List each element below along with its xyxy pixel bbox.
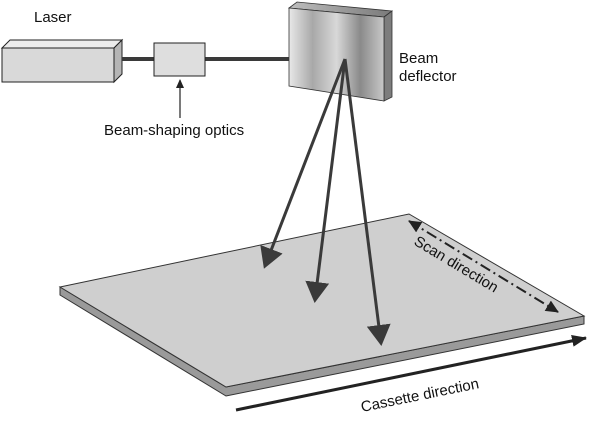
deflected-beam-3 <box>343 58 391 346</box>
beam-deflector-label-line2: deflector <box>399 68 457 85</box>
beam-deflector-label-line1: Beam <box>399 50 438 67</box>
deflected-beam-1 <box>260 58 347 269</box>
beam-shaping-optics-label: Beam-shaping optics <box>104 122 244 139</box>
cassette-direction-arrow <box>235 334 587 412</box>
beam-deflector <box>287 1 394 102</box>
laser-label: Laser <box>34 9 72 26</box>
beam-shaping-optics-box <box>153 42 206 77</box>
scan-direction-arrow <box>408 220 559 313</box>
laser-box <box>0 38 124 84</box>
deflected-beam-2 <box>305 58 347 303</box>
